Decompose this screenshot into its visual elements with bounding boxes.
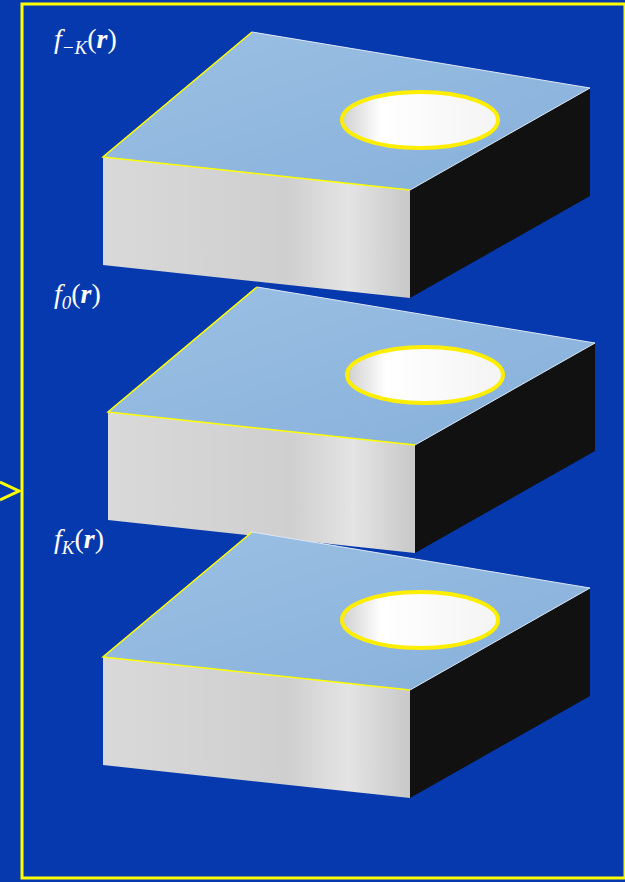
top-edge-back	[257, 287, 595, 445]
input-arrow	[0, 482, 19, 500]
function-label: f−K(r)	[54, 23, 117, 59]
top-edge-back	[252, 532, 590, 690]
aperture-hole	[347, 347, 503, 403]
function-label: f0(r)	[54, 278, 101, 314]
slab-shape	[40, 15, 610, 315]
top-face	[103, 32, 590, 190]
slab-shape	[40, 515, 610, 815]
aperture-hole	[342, 592, 498, 648]
slab: f−K(r)	[40, 15, 610, 315]
top-face	[103, 532, 590, 690]
top-edge-back	[252, 32, 590, 190]
slab: f0(r)	[40, 270, 610, 570]
yellow-frame	[22, 4, 625, 878]
slab-shape	[40, 270, 610, 570]
top-face	[108, 287, 595, 445]
slab: fK(r)	[40, 515, 610, 815]
function-label: fK(r)	[54, 523, 104, 559]
aperture-hole	[342, 92, 498, 148]
